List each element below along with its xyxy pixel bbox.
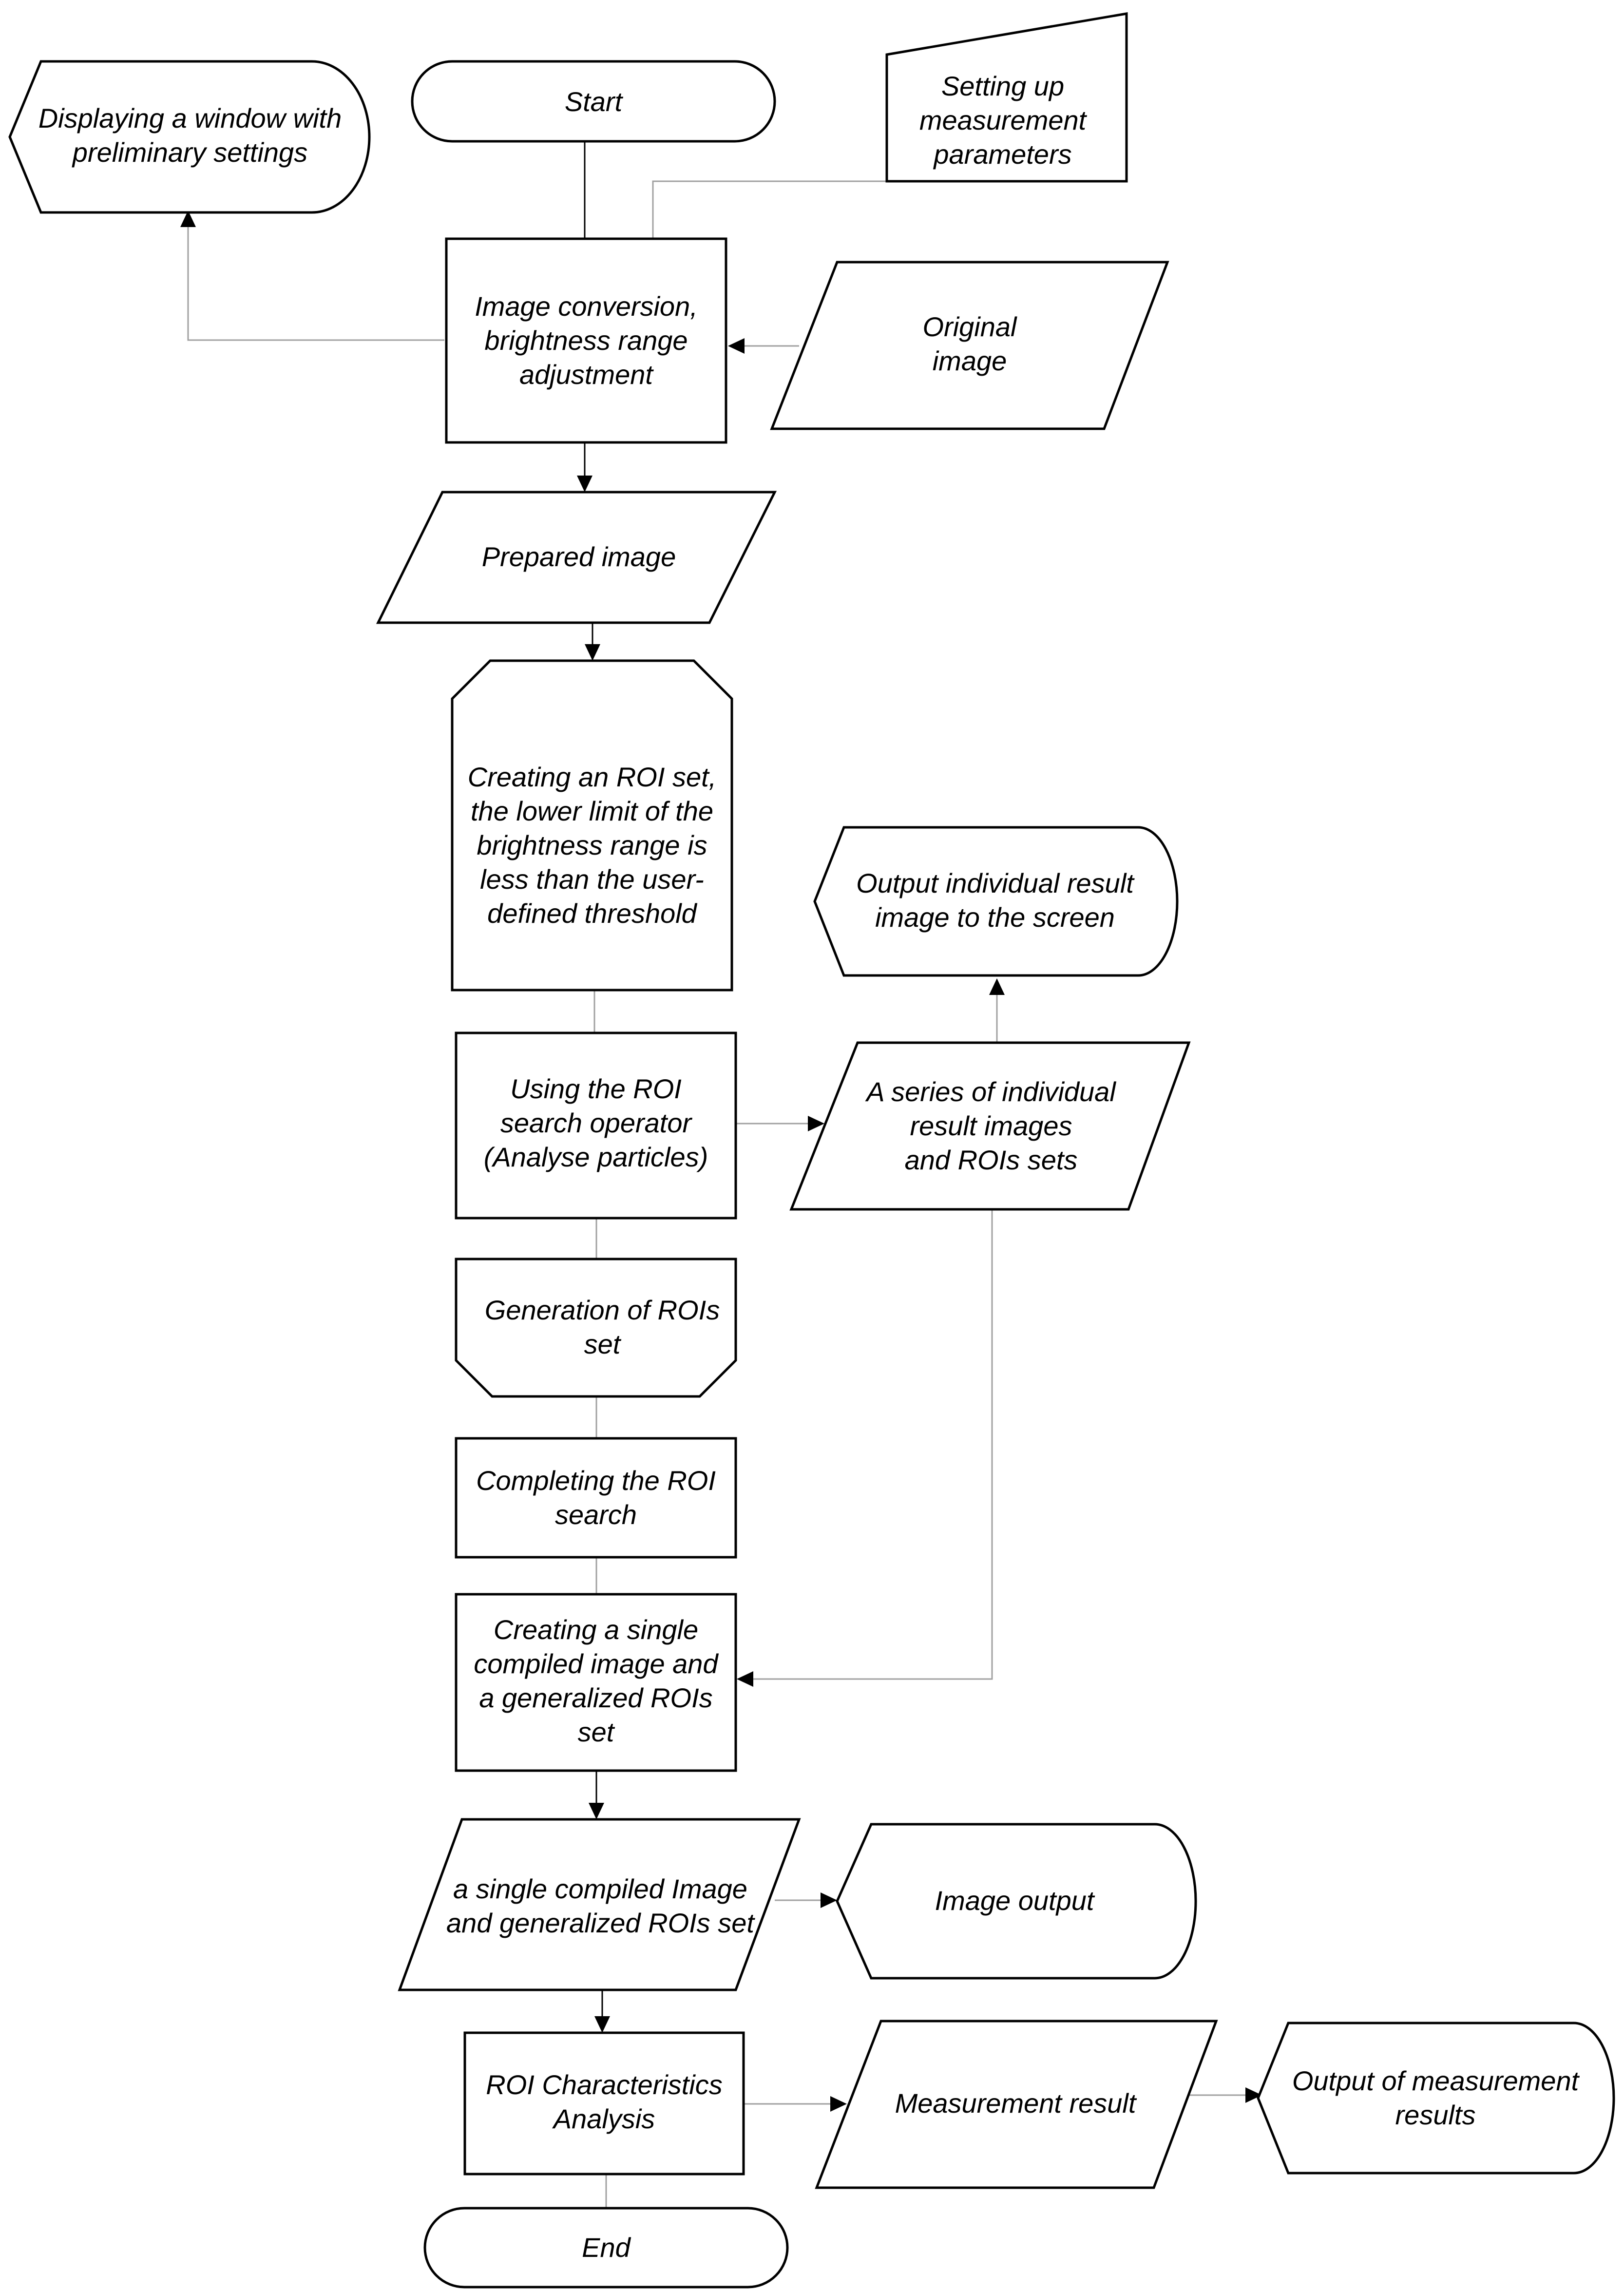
node-setup-params-label-3: parameters	[933, 139, 1071, 170]
node-measurement-result-label: Measurement result	[895, 2088, 1137, 2119]
node-roi-search-operator-label-3: (Analyse particles)	[484, 1142, 708, 1172]
node-display-window-label-1: Displaying a window with	[38, 103, 342, 134]
node-display-window-label-2: preliminary settings	[72, 137, 307, 168]
node-start: Start	[411, 60, 776, 143]
node-output-individual: Output individual result image to the sc…	[813, 826, 1179, 977]
node-setup-params-label-1: Setting up	[941, 71, 1064, 101]
node-display-window: Displaying a window with preliminary set…	[8, 60, 371, 214]
arrowhead	[830, 2096, 847, 2112]
node-output-individual-label-1: Output individual result	[856, 868, 1135, 898]
node-series-results-label-2: result images	[910, 1110, 1072, 1141]
node-roi-search-operator-label-1: Using the ROI	[510, 1073, 682, 1104]
node-image-output-label: Image output	[935, 1885, 1095, 1916]
node-compiled-data-label-2: and generalized ROIs set	[446, 1908, 755, 1938]
arrowhead	[589, 1803, 604, 1819]
node-series-results: A series of individual result images and…	[789, 1041, 1191, 1211]
node-series-results-label-1: A series of individual	[865, 1076, 1116, 1107]
node-generation-rois-label-2: set	[584, 1329, 622, 1359]
node-completing-search-label-2: search	[555, 1499, 637, 1530]
connectors	[180, 141, 1262, 2208]
node-create-compiled-label-3: a generalized ROIs	[479, 1682, 712, 1713]
arrowhead	[594, 2016, 610, 2033]
node-end-label: End	[582, 2232, 631, 2263]
node-roi-analysis-label-2: Analysis	[552, 2103, 655, 2134]
node-completing-search: Completing the ROI search	[455, 1437, 737, 1559]
node-setup-params: Setting up measurement parameters	[885, 12, 1128, 183]
node-compiled-data: a single compiled Image and generalized …	[398, 1818, 801, 1991]
node-image-conversion-label-1: Image conversion,	[475, 291, 698, 322]
arrowhead	[585, 644, 600, 661]
node-roi-analysis: ROI Characteristics Analysis	[463, 2031, 745, 2176]
node-prepared-image: Prepared image	[376, 491, 777, 624]
node-image-conversion-label-3: adjustment	[519, 359, 654, 390]
node-roi-search-operator-label-2: search operator	[500, 1107, 693, 1138]
edge-series-results-to-create-compiled	[750, 1209, 993, 1680]
node-create-compiled: Creating a single compiled image and a g…	[455, 1593, 737, 1772]
node-create-compiled-label-2: compiled image and	[474, 1648, 719, 1679]
arrowhead	[737, 1671, 753, 1687]
node-output-individual-label-2: image to the screen	[875, 902, 1115, 933]
node-create-roi-set-label-1: Creating an ROI set,	[468, 762, 716, 792]
node-output-measurement-label-2: results	[1395, 2100, 1476, 2130]
node-start-label: Start	[565, 86, 624, 117]
node-create-compiled-label-4: set	[578, 1717, 615, 1747]
arrowhead	[989, 978, 1005, 995]
node-image-conversion: Image conversion, brightness range adjus…	[445, 237, 727, 444]
arrowhead	[821, 1892, 837, 1908]
arrowhead	[808, 1116, 824, 1131]
node-generation-rois-label-1: Generation of ROIs	[485, 1295, 720, 1325]
node-setup-params-label-2: measurement	[919, 105, 1088, 135]
node-measurement-result: Measurement result	[815, 2020, 1218, 2189]
node-compiled-data-label-1: a single compiled Image	[453, 1873, 747, 1904]
node-create-roi-set-label-3: brightness range is	[477, 830, 707, 860]
node-end: End	[423, 2207, 789, 2289]
edge-image-conversion-to-display-window	[187, 224, 444, 341]
arrowhead	[577, 476, 592, 492]
node-roi-search-operator: Using the ROI search operator (Analyse p…	[455, 1031, 737, 1220]
node-output-measurement: Output of measurement results	[1257, 2022, 1615, 2175]
node-prepared-image-label: Prepared image	[482, 541, 676, 572]
node-roi-analysis-label-1: ROI Characteristics	[486, 2069, 722, 2100]
edge-setup-params-to-image-conversion	[652, 180, 887, 239]
node-original-image: Original image	[770, 261, 1169, 430]
arrowhead	[180, 210, 196, 227]
node-create-roi-set-label-4: less than the user-	[480, 864, 704, 895]
node-output-measurement-label-1: Output of measurement	[1292, 2065, 1580, 2096]
node-create-compiled-label-1: Creating a single	[494, 1614, 698, 1645]
node-create-roi-set-label-2: the lower limit of the	[471, 796, 713, 826]
node-create-roi-set-label-5: defined threshold	[487, 898, 698, 929]
node-image-conversion-label-2: brightness range	[484, 325, 688, 356]
node-create-roi-set: Creating an ROI set, the lower limit of …	[451, 659, 733, 992]
node-original-image-label-2: image	[933, 345, 1007, 376]
node-completing-search-label-1: Completing the ROI	[476, 1465, 716, 1496]
node-image-output: Image output	[836, 1823, 1197, 1980]
node-original-image-label-1: Original	[923, 311, 1018, 342]
arrowhead	[728, 338, 745, 354]
node-generation-rois: Generation of ROIs set	[455, 1258, 737, 1398]
node-series-results-label-3: and ROIs sets	[905, 1145, 1078, 1175]
arrowhead	[1245, 2087, 1262, 2103]
